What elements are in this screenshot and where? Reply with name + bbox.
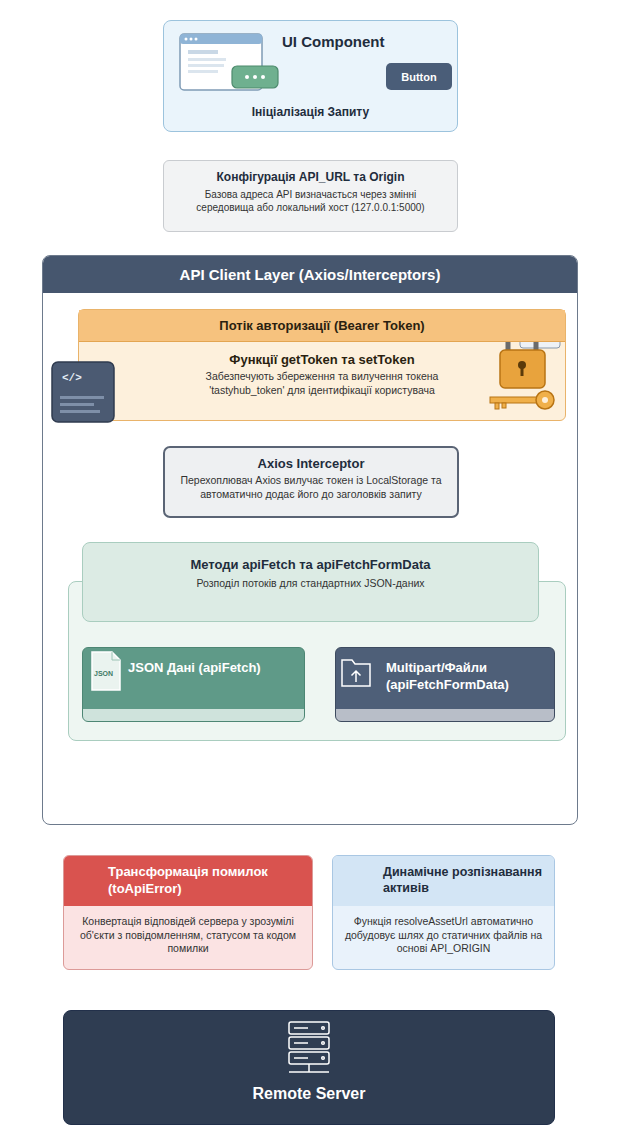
icon-stroke	[253, 75, 257, 79]
icon-stroke	[344, 878, 366, 886]
icon-stroke	[294, 1027, 308, 1029]
icon-stroke	[342, 660, 370, 686]
server-icon	[289, 1022, 329, 1072]
file-type-label: JSON	[94, 670, 113, 677]
methods-group: Методи apiFetch та apiFetchFormDataРозпо…	[68, 581, 566, 741]
icon-stroke	[92, 652, 120, 690]
icon-stroke	[308, 1064, 310, 1072]
icon-stroke	[188, 70, 218, 73]
config-box: Конфігурація API_URL та OriginБазова адр…	[163, 160, 458, 232]
node-text: Ініціалізація Запиту	[164, 105, 457, 131]
node-title: Конфігурація API_URL та Origin	[176, 170, 445, 184]
icon-stroke	[188, 50, 218, 54]
folder-upload-icon	[342, 660, 370, 686]
node-text: Конвертація відповідей сервера у зрозумі…	[64, 906, 312, 965]
node-title: API Client Layer (Axios/Interceptors)	[43, 256, 577, 293]
icon-stroke	[289, 1022, 329, 1034]
lock-key-icon	[490, 318, 560, 409]
icon-stroke	[195, 38, 198, 41]
json-file-icon	[92, 652, 120, 690]
icon-stroke	[60, 410, 100, 413]
code-symbol: </>	[62, 372, 82, 384]
icon-stroke	[342, 868, 368, 888]
icon-stroke	[508, 326, 536, 352]
code-tablet-icon	[52, 362, 114, 422]
layer-panel: API Client Layer (Axios/Interceptors) Пот…	[42, 255, 578, 825]
icon-stroke	[521, 366, 524, 376]
icon-stroke	[188, 58, 226, 61]
node-title: Multipart/Файли (apiFetchFormData)	[336, 648, 554, 710]
icon-stroke	[180, 34, 262, 44]
icon-stroke	[185, 38, 188, 41]
icon-stroke	[352, 671, 361, 682]
icon-stroke	[60, 396, 104, 399]
icon-stroke	[81, 885, 84, 888]
icon-stroke	[500, 350, 545, 388]
icon-stroke	[322, 1057, 325, 1060]
icon-stroke	[232, 66, 278, 88]
json-box: JSON Дані (apiFetch)	[82, 647, 305, 722]
icon-stroke	[81, 874, 83, 882]
icon-stroke	[245, 75, 249, 79]
node-title: Потік авторизації (Bearer Token)	[79, 310, 565, 342]
image-icon	[342, 868, 368, 888]
button-shape: Button	[386, 63, 452, 90]
node-title: Axios Interceptor	[179, 456, 443, 471]
node-text: Базова адреса API визначається через змі…	[176, 188, 445, 214]
icon-stroke	[536, 391, 554, 409]
icon-stroke	[190, 38, 193, 41]
icon-stroke	[261, 75, 265, 79]
icon-stroke	[52, 362, 114, 422]
node-title: Remote Server	[64, 1085, 554, 1103]
group-header: Методи apiFetch та apiFetchFormDataРозпо…	[82, 542, 539, 622]
icon-stroke	[502, 403, 506, 408]
node-title: Методи apiFetch та apiFetchFormData	[93, 557, 528, 572]
node-text: Функція resolveAssetUrl автоматично добу…	[333, 906, 554, 965]
node-text: Розподіл потоків для стандартних JSON-да…	[93, 577, 528, 589]
icon-stroke	[294, 1042, 308, 1044]
icon-stroke	[294, 1057, 308, 1059]
icon-stroke	[490, 397, 538, 403]
icon-stroke	[520, 318, 560, 348]
icon-stroke	[289, 1052, 329, 1064]
icon-stroke	[359, 872, 363, 876]
node-text: Забезпечують збереження та вилучення ток…	[79, 370, 565, 407]
node-title: Динамічне розпізнавання активів	[333, 856, 554, 906]
icon-stroke	[72, 870, 92, 890]
icon-stroke	[289, 1037, 329, 1049]
node-text: Функції getToken та setToken	[79, 342, 565, 370]
icon-stroke	[60, 403, 94, 406]
chat-bubble-icon	[232, 66, 278, 88]
error-box: Трансформація помилок (toApiError)Конвер…	[63, 855, 313, 970]
node-title: UI Component	[164, 21, 457, 50]
node-text: Перехоплювач Axios вилучає токен із Loca…	[179, 474, 443, 501]
auth-box: Потік авторизації (Bearer Token)Функції …	[78, 309, 566, 421]
node-title: Button	[401, 71, 436, 83]
icon-stroke	[289, 1071, 329, 1073]
icon-stroke	[112, 652, 120, 660]
icon-stroke	[322, 1042, 325, 1045]
icon-stroke	[322, 1027, 325, 1030]
icon-stroke	[542, 397, 548, 403]
interceptor-box: Axios InterceptorПерехоплювач Axios вилу…	[163, 446, 459, 518]
node-title: Трансформація помилок (toApiError)	[64, 856, 312, 906]
icon-stroke	[188, 64, 224, 67]
multipart-box: Multipart/Файли (apiFetchFormData)	[335, 647, 555, 722]
error-icon	[72, 870, 92, 890]
icon-stroke	[495, 403, 499, 409]
asset-box: Динамічне розпізнавання активівФункція r…	[332, 855, 555, 970]
